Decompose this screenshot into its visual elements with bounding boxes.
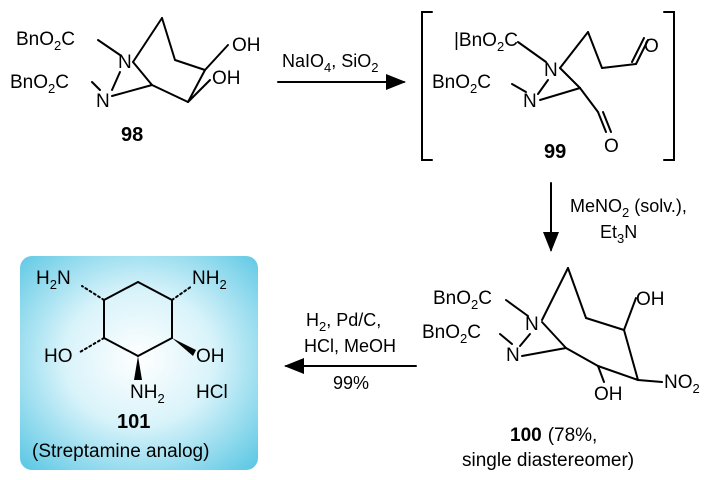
c100-top-ester: BnO2C [433, 288, 492, 312]
c100-bottom-ester: BnO2C [422, 322, 481, 346]
c99-label: 99 [544, 141, 566, 163]
c98-bonds [91, 17, 229, 103]
c98-top-ester: BnO2C [16, 29, 75, 53]
arrow-step-2: MeNO2 (solv.), Et3N [543, 182, 687, 252]
c98-bottom-ester: BnO2C [10, 72, 69, 96]
arrow-step-1: NaIO4, SiO2 [277, 51, 406, 90]
c98-n2: N [96, 91, 110, 112]
arrow-step-3: H2, Pd/C, HCl, MeOH 99% [284, 310, 417, 393]
step1-reagents: NaIO4, SiO2 [282, 51, 379, 75]
c101-label: 101 [117, 411, 150, 433]
c100-no2: NO2 [664, 372, 700, 396]
step3-yield: 99% [333, 373, 369, 393]
compound-98: BnO2C BnO2C N N OH OH 98 [10, 17, 261, 146]
c100-note: single diastereomer) [462, 450, 634, 471]
c101-ring-bonds [103, 281, 173, 357]
right-bracket [663, 11, 675, 161]
c99-top-ester: |BnO2C [454, 30, 518, 54]
step3-line2: HCl, MeOH [304, 336, 396, 356]
step2-line1: MeNO2 (solv.), [570, 196, 687, 220]
step3-line1: H2, Pd/C, [306, 310, 381, 334]
c101-ho: HO [44, 346, 73, 367]
compound-99: |BnO2C BnO2C N N O O 99 [421, 11, 675, 163]
c100-oh2: OH [594, 384, 623, 405]
c99-o2: O [604, 136, 619, 157]
c99-bottom-ester: BnO2C [432, 72, 491, 96]
c99-bonds [511, 31, 649, 133]
c98-oh2: OH [212, 68, 241, 89]
c101-substituent-bonds [79, 285, 196, 380]
c100-yield: (78%, [548, 425, 598, 446]
c101-oh: OH [196, 346, 225, 367]
c99-n1: N [544, 60, 558, 81]
c100-bonds [499, 267, 663, 383]
c100-label-line: 100 (78%, [510, 425, 597, 446]
compound-101: H2N NH2 HO OH NH2 HCl 101 (Streptamine a… [20, 256, 258, 470]
c100-label: 100 [510, 425, 542, 446]
step2-line2: Et3N [600, 222, 637, 246]
c98-n1: N [118, 52, 132, 73]
left-bracket [421, 11, 433, 161]
c101-hcl: HCl [196, 382, 228, 403]
c99-o1: O [644, 36, 659, 57]
c101-subtitle: (Streptamine analog) [32, 441, 209, 462]
c100-n1: N [525, 314, 539, 335]
c98-label: 98 [121, 124, 143, 146]
c98-oh1: OH [232, 35, 261, 56]
c100-oh1: OH [636, 289, 665, 310]
compound-100: BnO2C BnO2C N N OH OH NO2 100 (78%, singl… [422, 267, 700, 471]
c100-n2: N [506, 345, 520, 366]
c99-n2: N [523, 91, 537, 112]
